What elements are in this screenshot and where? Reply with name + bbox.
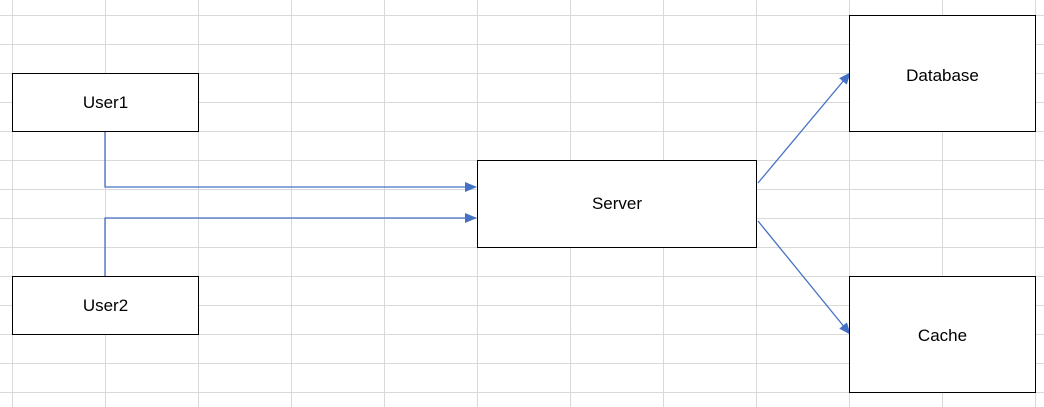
user1-node[interactable]: User1: [12, 73, 199, 132]
connector-user2-to-server: [104, 213, 477, 276]
user1-label: User1: [82, 92, 129, 112]
database-node[interactable]: Database: [849, 15, 1036, 132]
database-label: Database: [906, 66, 979, 85]
cache-node[interactable]: Cache: [849, 276, 1036, 393]
cache-label: Cache: [917, 326, 968, 345]
connector-server-to-database: [757, 72, 851, 184]
user2-node[interactable]: User2: [12, 276, 199, 335]
connector-user1-to-server: [104, 132, 477, 192]
server-label: Server: [591, 194, 643, 213]
user2-label: User2: [82, 295, 129, 315]
connector-server-to-cache: [757, 220, 851, 335]
server-node[interactable]: Server: [477, 160, 757, 248]
